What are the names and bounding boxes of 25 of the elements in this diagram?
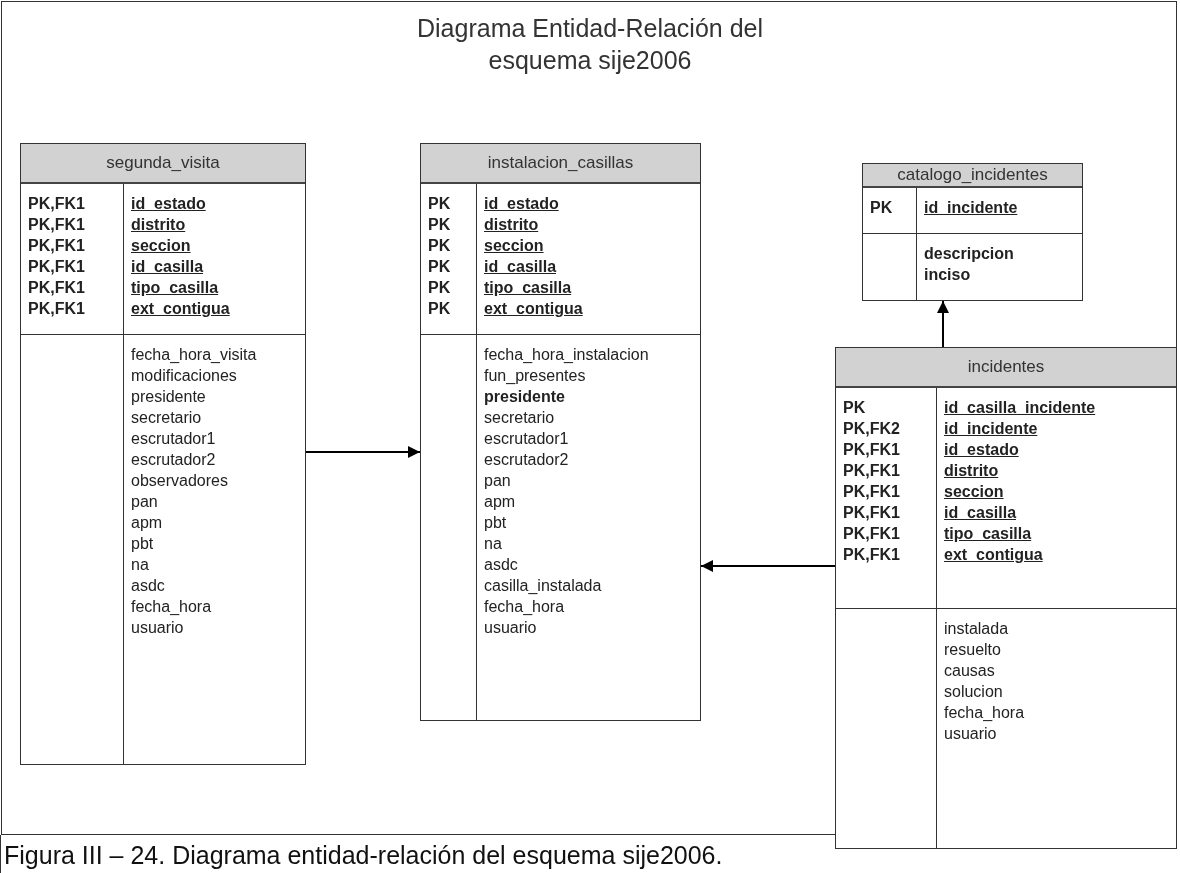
key-marker-list: PK PK PK PK PK PK	[428, 193, 451, 319]
table-name: incidentes	[967, 357, 1045, 377]
attribute-list: fecha_hora_instalacion fun_presentes presidente secretario escrutador1 escrutador2 pan apm pbt na asdc casilla_instalada fecha_hora usuario	[484, 344, 649, 638]
entity-table	[862, 163, 1083, 301]
primary-key-list: id_incidente	[924, 197, 1018, 218]
primary-key-list: id_estado distrito seccion id_casilla tipo_casilla ext_contigua	[131, 193, 230, 319]
entity-table	[835, 347, 1177, 849]
attribute-list: descripcion inciso	[924, 243, 1014, 285]
attribute-list: fecha_hora_visita modificaciones presidente secretario escrutador1 escrutador2 observadores pan apm pbt na asdc fecha_hora usuario	[131, 344, 257, 638]
table-name: instalacion_casillas	[487, 153, 634, 173]
primary-key-list: id_casilla_incidente id_incidente id_estado distrito seccion id_casilla tipo_casilla ext_contigua	[944, 397, 1096, 565]
key-marker-list: PK	[870, 197, 893, 218]
key-marker-list: PK,FK1 PK,FK1 PK,FK1 PK,FK1 PK,FK1 PK,FK1	[28, 193, 85, 319]
relationship-arrow	[305, 446, 421, 458]
table-name: catalogo_incidentes	[897, 165, 1048, 185]
attribute-list: instalada resuelto causas solucion fecha_hora usuario	[944, 618, 1025, 744]
key-marker-list: PK PK,FK2 PK,FK1 PK,FK1 PK,FK1 PK,FK1 PK,FK1 PK,FK1	[843, 397, 900, 565]
relationship-arrow	[700, 560, 836, 572]
diagram-title: Diagrama Entidad-Relación del esquema sije2006	[416, 13, 764, 76]
entity-table	[420, 143, 701, 721]
entity-table	[20, 143, 306, 765]
primary-key-list: id_estado distrito seccion id_casilla tipo_casilla ext_contigua	[484, 193, 583, 319]
relationship-arrow	[937, 300, 949, 348]
table-name: segunda_visita	[106, 153, 220, 173]
figure-caption: Figura III – 24. Diagrama entidad-relación del esquema sije2006.	[4, 840, 723, 870]
